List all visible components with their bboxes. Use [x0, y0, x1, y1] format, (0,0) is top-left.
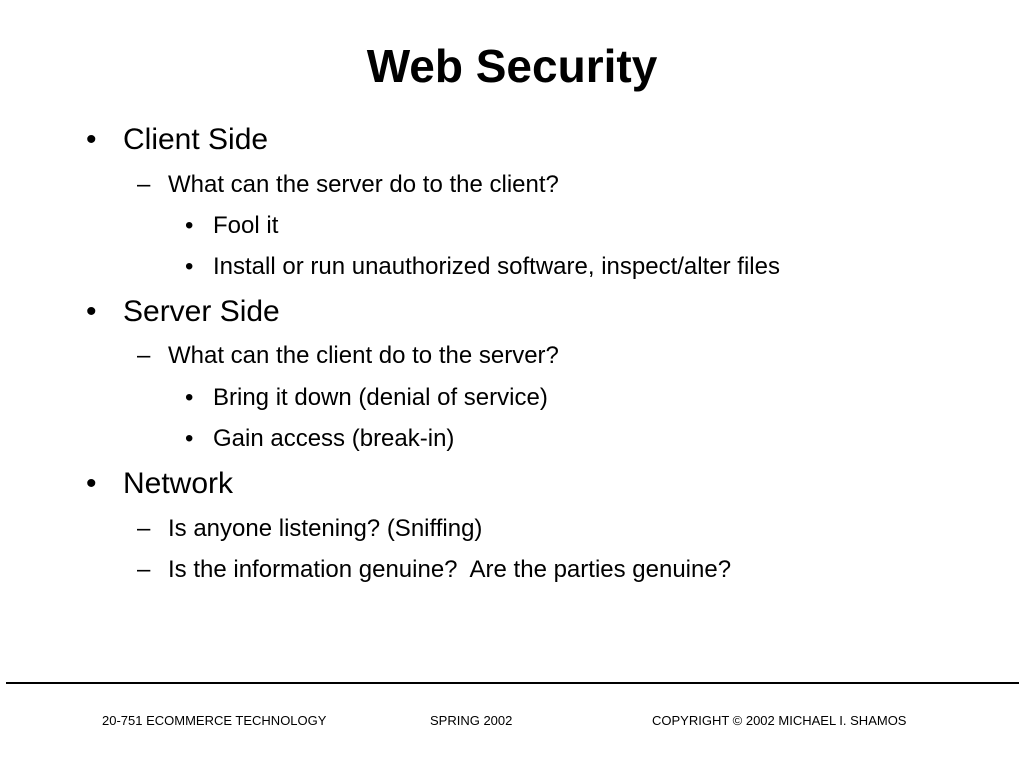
bullet-marker: • [185, 212, 194, 239]
bullet-text: Network [123, 467, 234, 500]
dash-marker: – [137, 342, 151, 369]
bullet-list: • Client Side – What can the server do t… [86, 123, 780, 583]
sub-sub-bullet-text: Fool it [213, 212, 279, 239]
sub-sub-bullet-text: Bring it down (denial of service) [213, 384, 548, 411]
sub-sub-bullet-text: Install or run unauthorized software, in… [213, 253, 780, 280]
footer-copyright: COPYRIGHT © 2002 MICHAEL I. SHAMOS [652, 713, 907, 728]
bullet-marker: • [86, 295, 97, 328]
sub-bullet-text: What can the client do to the server? [168, 342, 559, 369]
bullet-marker: • [86, 467, 97, 500]
dash-marker: – [137, 515, 151, 542]
sub-sub-bullet-text: Gain access (break-in) [213, 425, 455, 452]
bullet-marker: • [185, 253, 194, 280]
dash-marker: – [137, 556, 151, 583]
sub-bullet-text: Is anyone listening? (Sniffing) [168, 515, 483, 542]
bullet-text: Client Side [123, 123, 269, 156]
bullet-marker: • [86, 123, 97, 156]
sub-bullet-text: Is the information genuine? Are the part… [168, 556, 732, 583]
slide-title: Web Security [366, 40, 658, 92]
footer-term: SPRING 2002 [430, 713, 513, 728]
footer-course: 20-751 ECOMMERCE TECHNOLOGY [102, 713, 327, 728]
bullet-marker: • [185, 425, 194, 452]
dash-marker: – [137, 171, 151, 198]
sub-bullet-text: What can the server do to the client? [168, 171, 559, 198]
footer-divider [6, 682, 1019, 684]
bullet-marker: • [185, 384, 194, 411]
bullet-text: Server Side [123, 295, 280, 328]
